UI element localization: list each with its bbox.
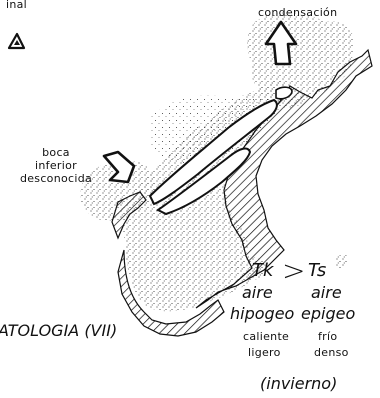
aire-hipogeo-word: aire: [242, 285, 273, 301]
epigeo-label: epigeo: [301, 306, 355, 322]
aire-epigeo-word: aire: [311, 285, 342, 301]
boca-label-line2: inferior: [16, 160, 96, 171]
greater-than-sign: >: [282, 257, 305, 285]
corner-fragment-text: inal: [6, 0, 27, 10]
caliente-label: caliente: [243, 331, 289, 342]
ligero-label: ligero: [248, 347, 281, 358]
denso-label: denso: [314, 347, 349, 358]
tk-label: Tk: [252, 262, 273, 280]
ts-label: Ts: [308, 262, 326, 280]
boca-label-line1: boca: [16, 147, 96, 158]
boca-label-line3: desconocida: [16, 173, 96, 184]
frio-label: frío: [318, 331, 337, 342]
figure-title-fragment: ATOLOGIA (VII): [0, 323, 117, 339]
warning-triangle-icon: [9, 34, 24, 48]
ts-air-sample-dots: [335, 255, 348, 269]
condensacion-label: condensación: [258, 7, 337, 18]
hipogeo-label: hipogeo: [230, 306, 294, 322]
invierno-label: (invierno): [260, 376, 337, 392]
